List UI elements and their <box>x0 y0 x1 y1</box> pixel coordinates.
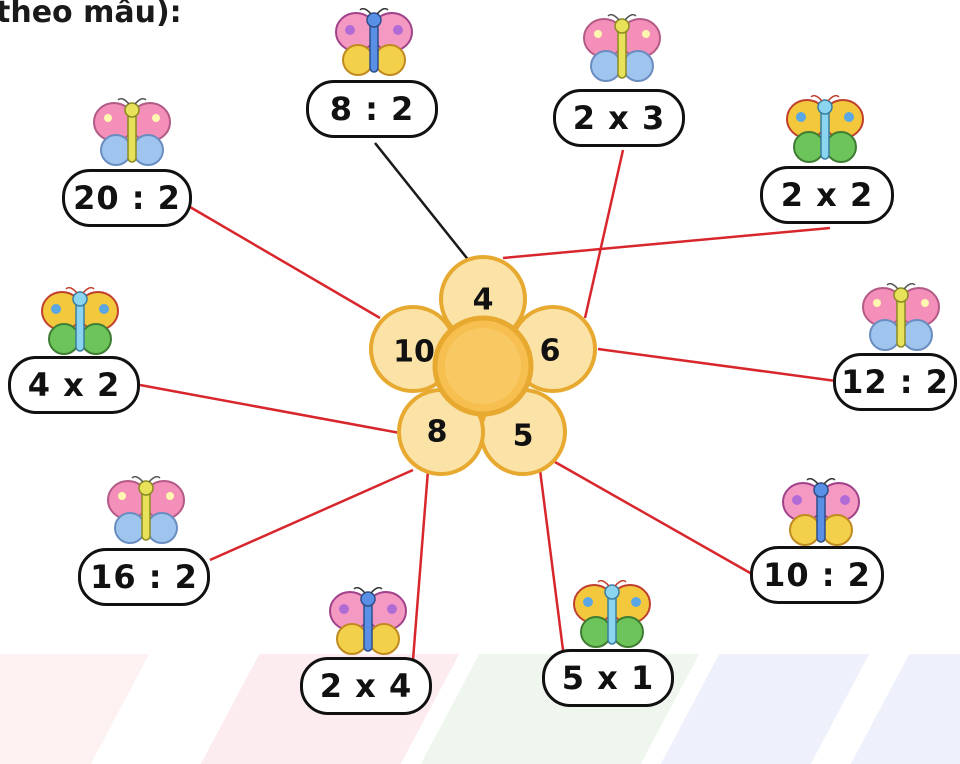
petal-label-bottom-right: 5 <box>512 418 534 454</box>
butterfly-icon <box>573 580 651 648</box>
line-16-div-2 <box>209 468 414 562</box>
connection-lines <box>139 142 837 661</box>
line-12-div-2 <box>597 347 837 383</box>
butterfly-icon <box>782 478 860 546</box>
expression-card[interactable]: 2 x 4 <box>300 657 432 715</box>
butterfly-icon <box>862 283 940 351</box>
butterfly-icon <box>583 14 661 83</box>
instruction-heading: theo mẫu): <box>0 0 182 30</box>
expression-card[interactable]: 10 : 2 <box>750 546 884 604</box>
line-2x3 <box>583 149 625 319</box>
line-8-div-2 <box>374 142 471 263</box>
line-2x4 <box>411 469 430 661</box>
expression-card[interactable]: 12 : 2 <box>833 353 957 411</box>
expression-card[interactable]: 2 x 2 <box>760 166 894 224</box>
expression-card[interactable]: 4 x 2 <box>8 356 140 414</box>
petal-label-left: 10 <box>393 334 435 370</box>
butterfly-icon <box>107 476 185 544</box>
line-10-div-2 <box>554 460 753 576</box>
butterfly-icon <box>786 95 864 163</box>
petal-label-right: 6 <box>539 333 561 369</box>
butterfly-icon <box>335 8 413 77</box>
petal-label-top: 4 <box>472 282 494 318</box>
expression-card[interactable]: 20 : 2 <box>62 169 192 227</box>
line-5x1 <box>538 469 565 651</box>
expression-card[interactable]: 16 : 2 <box>78 548 210 606</box>
expression-card[interactable]: 8 : 2 <box>306 80 438 138</box>
line-2x2 <box>502 226 831 260</box>
expression-card[interactable]: 2 x 3 <box>553 89 685 147</box>
petal-label-bottom-left: 8 <box>426 414 448 450</box>
butterfly-icon <box>329 587 407 655</box>
expression-card[interactable]: 5 x 1 <box>542 649 674 707</box>
butterfly-icon <box>93 98 171 166</box>
line-20-div-2 <box>189 205 381 320</box>
butterfly-icon <box>41 287 119 355</box>
flower <box>369 255 597 476</box>
line-4x2 <box>139 383 401 435</box>
